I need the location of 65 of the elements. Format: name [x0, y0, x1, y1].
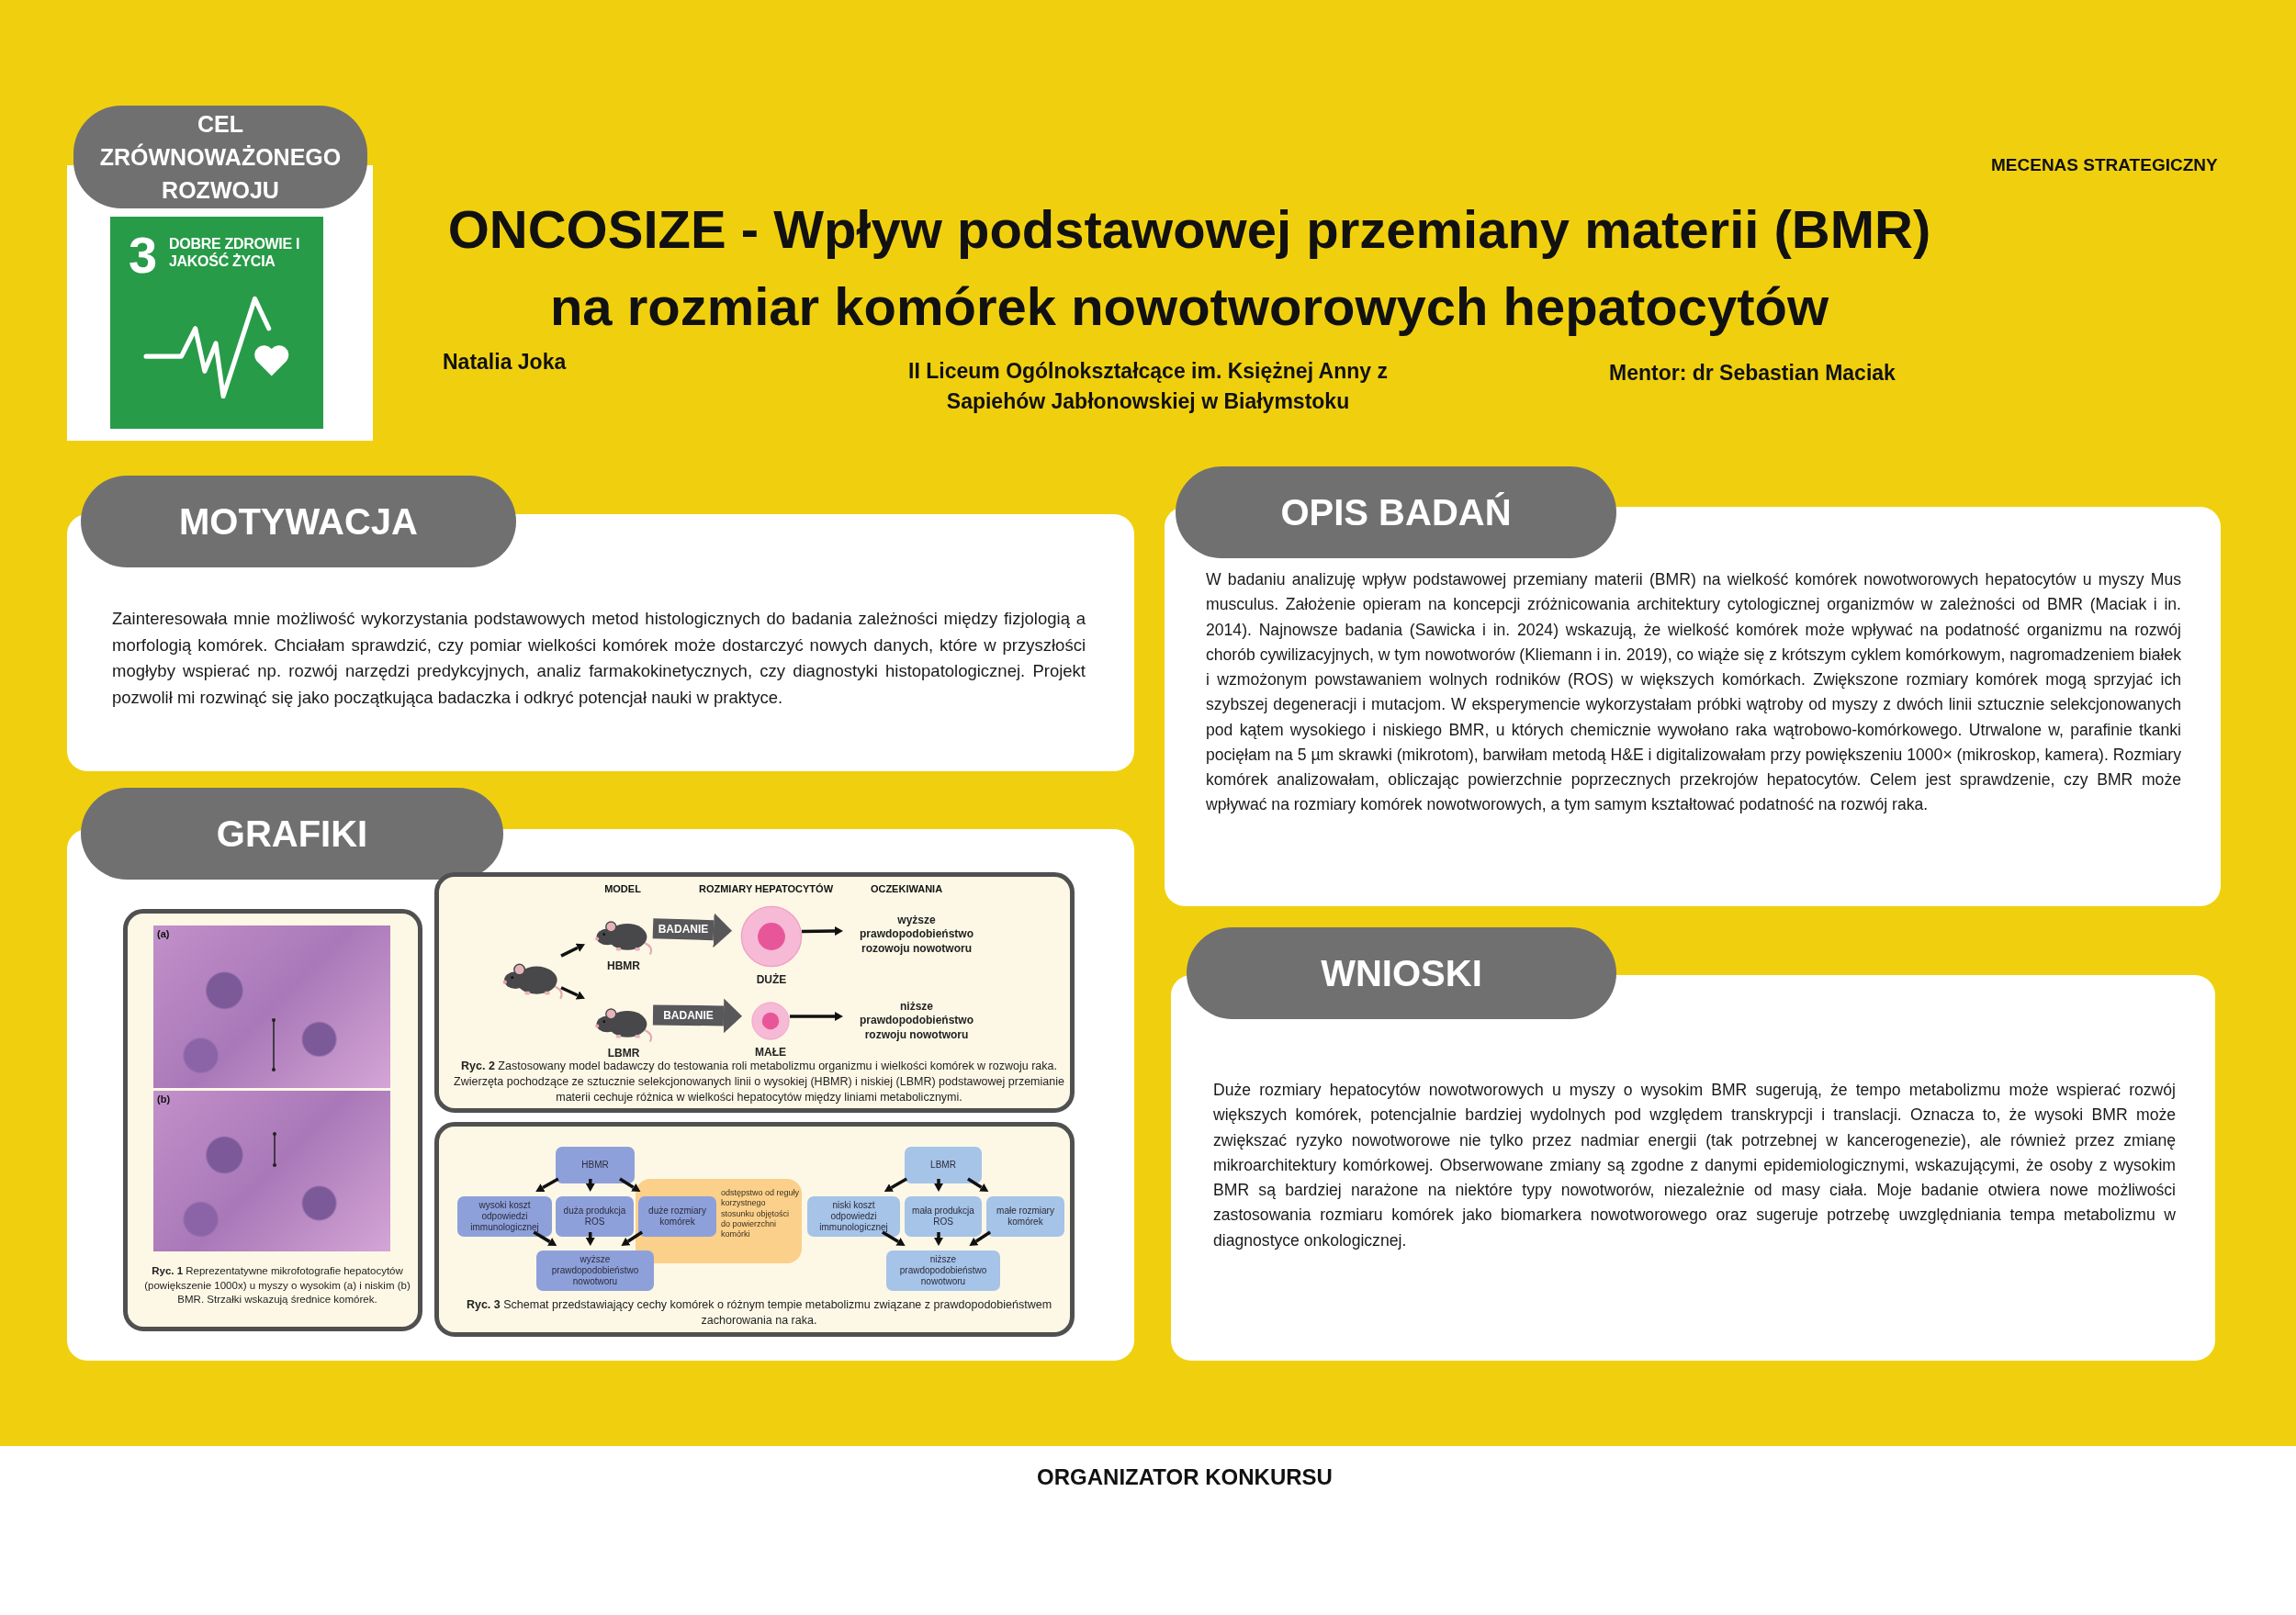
column-heading: ROZMIARY HEPATOCYTÓW [697, 882, 835, 896]
section-heading: MOTYWACJA [81, 476, 516, 567]
school-name: II Liceum Ogólnokształcące im. Księżnej Anny z Sapiehów Jabłonowskiej w Białymstoku [907, 358, 1389, 416]
figure-frame [434, 872, 1075, 1113]
poster-title: ONCOSIZE - Wpływ podstawowej przemiany materii (BMR) na rozmiar komórek nowotworowych hepatocytów [446, 198, 1932, 338]
size-label: MAŁE [754, 1046, 787, 1059]
goal-number: 3 [129, 230, 158, 281]
process-box: mała produkcja ROS [905, 1196, 982, 1237]
process-box: duże rozmiary komórek [638, 1196, 716, 1237]
arrow [533, 1230, 557, 1246]
arrow [535, 1177, 559, 1192]
body-text: Duże rozmiary hepatocytów nowotworowych u myszy o wysokim BMR sugerują, że tempo metabolizmu może wspierać rozwój większych komórek, potencjalnie bardziej wydolnych pod względem transkrypcji i translacji. Oznacza to, że wysoki BMR może zwiększać ryzyko nowotworowe nie tylko przez nadmiar energii (tak potrzebnej w kancerogenezie), ale również przez zmianę mikroarchitektury komórkowej. Obserwowane zmiany są zgodne z danymi epidemiologicznymi, wskazującymi, że osoby z wysokim BMR są bardziej narażone na niektóre typy nowotworów, niezależnie od masy ciała. Moje badanie otwiera nowe możliwości zastosowania rozmiaru komórek jako biomarkera nowotworowego oraz sugeruje potrzebę uwzględniania tempa metabolizmu w diagnostyce onkologicznej. [1213, 1080, 2176, 1251]
process-box: małe rozmiary komórek [986, 1196, 1064, 1237]
figure-frame [434, 1122, 1075, 1337]
section-heading: GRAFIKI [81, 788, 503, 880]
edge-label: BADANIE [662, 1008, 715, 1022]
mentor-name: Mentor: dr Sebastian Maciak [1609, 360, 1896, 387]
process-box: HBMR [556, 1147, 635, 1183]
arrow [969, 1230, 992, 1246]
arrow [967, 1177, 989, 1192]
figure-caption: Ryc. 2 Zastosowany model badawczy do testowania roli metabolizmu organizmu i wielkości komórek w rozwoju raka. Zwierzęta pochodzące ze sztucznie selekcjonowanych linii o wysokiej (HBMR) i niskiej (LBMR) podstawowej przemianie materii cechuje różnica w wielkości hepatocytów między liniami metabolicznymi. [453, 1059, 1065, 1105]
figure-caption: Ryc. 3 Schemat przedstawiający cechy komórek o różnym tempie metabolizmu związane z prawdopodobieństwem zachorowania na raka. [465, 1297, 1053, 1329]
process-box: LBMR [905, 1147, 982, 1183]
body-text: W badaniu analizuję wpływ podstawowej przemiany materii (BMR) na wielkość komórek nowotworowych hepatocytów u myszy Mus musculus. Założenie opieram na koncepcji zróżnicowania architektury cytologicznej organizmów w zależności od BMR (Maciak i in. 2014). Najnowsze badania (Sawicka i in. 2024) wskazują, że wielkość komórek może wpływać na podatność organizmu na rozwój chorób cywilizacyjnych, w tym nowotworów (Kliemann i in. 2019), co wiąże się z krótszym cyklem komórkowym, nagromadzeniem białek i wzmożonym powstawaniem wolnych rodników (ROS) w większych komórkach. Zwiększone rozmiary komórek mogą sprzyjać ich szybszej degeneracji i mutacjom. W eksperymencie wykorzystałam próbki wątroby od myszy z dwóch linii sztucznie selekcjonowanych pod kątem wysokiego i niskiego BMR, u których chemicznie wywołano raka wątrobowo-komórkowego. Utrwalone w, parafinie tkanki pocięłam na 5 µm skrawki (mikrotom), barwiłam metodą H&E i digitalizowałam przy powiększeniu 1000× (mikroskop, kamera). Rozmiary komórek analizowałam, obliczając powierzchnie poprzecznych przekrojów hepatocytów. Celem jest sprawdzenie, czy BMR może wpływać na rozmiary komórek nowotworowych, a tym samym kształtować podatność na rozwój raka. [1206, 569, 2181, 816]
arrow [934, 1232, 943, 1246]
note-text: odstępstwo od reguły korzystnego stosunku objętości do powierzchni komórki [721, 1188, 800, 1240]
figure-frame [123, 909, 422, 1331]
arrow [934, 1179, 943, 1192]
arrow [585, 1232, 595, 1246]
organizer-heading: ORGANIZATOR KONKURSU [1036, 1464, 1334, 1491]
section-heading: WNIOSKI [1187, 927, 1616, 1019]
process-box: wysoki koszt odpowiedzi immunologicznej [457, 1196, 552, 1237]
section-heading: CEL ZRÓWNOWAŻONEGO ROZWOJU [73, 106, 367, 208]
group-label: LBMR [606, 1047, 641, 1060]
arrow [790, 1012, 843, 1021]
process-box: niższe prawdopodobieństwo nowotworu [886, 1251, 1000, 1291]
arrow [619, 1177, 641, 1192]
note-box [636, 1179, 802, 1263]
arrow [560, 986, 585, 1000]
arrow [621, 1230, 644, 1246]
outcome-text: niższe prawdopodobieństwo rozwoju nowotworu [848, 998, 985, 1044]
column-heading: MODEL [603, 882, 642, 896]
goal-title: DOBRE ZDROWIE I JAKOŚĆ ŻYCIA [169, 235, 301, 271]
sponsor-heading: MECENAS STRATEGICZNY [1991, 154, 2219, 176]
block-arrow [652, 998, 742, 1034]
column-heading: OCZEKIWANIA [869, 882, 944, 896]
arrow [560, 943, 585, 958]
process-box: niski koszt odpowiedzi immunologicznej [807, 1196, 900, 1237]
group-label: HBMR [606, 959, 641, 972]
arrow [801, 926, 843, 936]
size-label: DUŻE [755, 973, 788, 986]
section-heading: OPIS BADAŃ [1176, 466, 1616, 558]
goal-tile [110, 217, 323, 429]
author-name: Natalia Joka [443, 349, 568, 376]
panel-letter: (b) [157, 1093, 172, 1106]
arrow [884, 1177, 908, 1192]
outcome-text: wyższe prawdopodobieństwo rozowoju nowotworu [848, 912, 985, 958]
process-box: duża produkcja ROS [556, 1196, 634, 1237]
panel-letter: (a) [157, 927, 171, 941]
figure-caption: Ryc. 1 Reprezentatywne mikrofotografie hepatocytów (powiększenie 1000x) u myszy o wysokim (a) i niskim (b) BMR. Strzałki wskazują średnice komórek. [143, 1264, 411, 1307]
arrow [585, 1179, 595, 1192]
arrow [881, 1230, 906, 1246]
process-box: wyższe prawdopodobieństwo nowotworu [536, 1251, 654, 1291]
edge-label: BADANIE [657, 923, 710, 936]
body-text: Zainteresowała mnie możliwość wykorzystania podstawowych metod histologicznych do badania zależności między fizjologią a morfologią komórek. Chciałam sprawdzić, czy pomiar wielkości komórek może dostarczyć nowych danych, które w przyszłości mogłyby wspierać np. rozwój narzędzi predykcyjnych, analiz farmakokinetycznych, czy diagnostyki histopatologicznej. Projekt pozwolił mi rozwinąć się jako początkująca badaczka i odkryć potencjał nauki w praktyce. [112, 608, 1086, 709]
